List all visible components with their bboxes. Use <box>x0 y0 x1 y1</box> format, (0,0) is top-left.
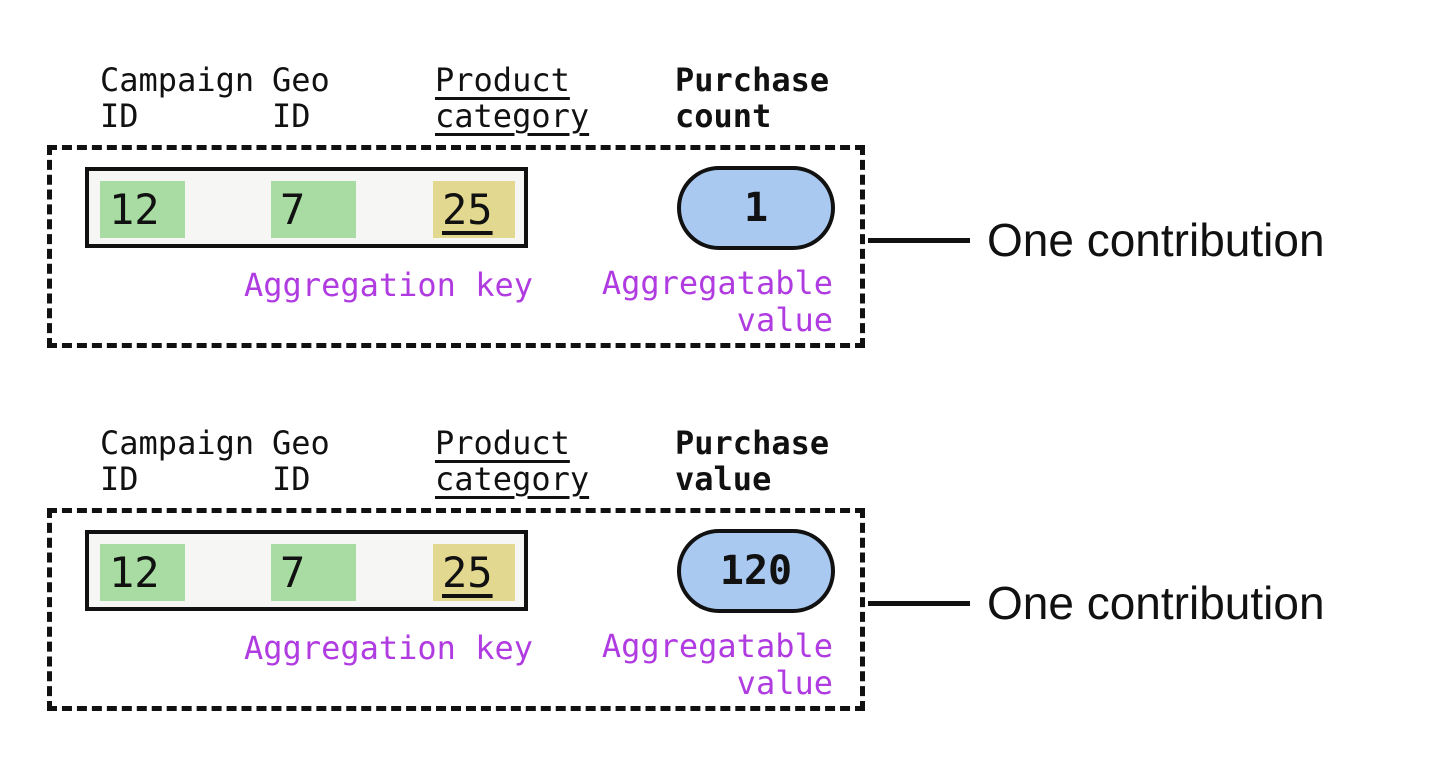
cell-value-underlined: 25 <box>442 548 493 597</box>
aggregation-key-label: Aggregation key <box>200 630 533 667</box>
cell-value: 7 <box>280 185 306 234</box>
cell-geo-id: 7 <box>271 181 356 238</box>
header-line: count <box>675 97 772 135</box>
header-line: value <box>675 460 772 498</box>
header-line: Geo <box>272 424 330 462</box>
pill-value: 120 <box>719 548 793 594</box>
header-line: Campaign <box>100 61 255 99</box>
aggregatable-value-label: Aggregatable value <box>595 265 833 339</box>
cell-product-category: 25 <box>433 544 515 601</box>
cell-value: 12 <box>109 185 160 234</box>
one-contribution-annotation: One contribution <box>987 214 1325 266</box>
header-line: ID <box>272 460 311 498</box>
aggregatable-value-pill: 1 <box>677 166 835 250</box>
label-line: Aggregatable <box>601 627 833 665</box>
contribution-dashed-boundary <box>47 508 865 711</box>
column-header-campaign-id: Campaign ID <box>100 62 254 134</box>
header-line: Geo <box>272 61 330 99</box>
header-line-underlined: Product <box>435 61 570 99</box>
header-line: Purchase <box>675 61 830 99</box>
header-line-underlined: category <box>435 97 590 135</box>
one-contribution-annotation: One contribution <box>987 577 1325 629</box>
column-header-geo-id: Geo ID <box>272 425 330 497</box>
label-text: Aggregation key <box>244 266 533 304</box>
column-header-geo-id: Geo ID <box>272 62 330 134</box>
cell-value: 7 <box>280 548 306 597</box>
cell-product-category: 25 <box>433 181 515 238</box>
label-line: Aggregatable <box>601 264 833 302</box>
cell-campaign-id: 12 <box>100 544 185 601</box>
aggregation-key-label: Aggregation key <box>200 267 533 304</box>
contribution-example-count: Campaign ID Geo ID Product category Purc… <box>0 62 1442 362</box>
cell-value-underlined: 25 <box>442 185 493 234</box>
column-header-product-category: Product category <box>435 425 589 497</box>
label-line: value <box>736 664 833 702</box>
column-header-product-category: Product category <box>435 62 589 134</box>
aggregatable-value-label: Aggregatable value <box>595 628 833 702</box>
contribution-dashed-boundary <box>47 145 865 348</box>
label-text: Aggregation key <box>244 629 533 667</box>
connector-line <box>868 601 970 606</box>
label-line: value <box>736 301 833 339</box>
header-line: Campaign <box>100 424 255 462</box>
header-line: ID <box>100 460 139 498</box>
column-header-purchase-value: Purchase value <box>675 425 829 497</box>
pill-value: 1 <box>743 185 769 231</box>
header-line-underlined: Product <box>435 424 570 462</box>
connector-line <box>868 238 970 243</box>
aggregatable-value-pill: 120 <box>677 529 835 613</box>
header-line: ID <box>272 97 311 135</box>
header-line: Purchase <box>675 424 830 462</box>
header-line: ID <box>100 97 139 135</box>
cell-value: 12 <box>109 548 160 597</box>
cell-geo-id: 7 <box>271 544 356 601</box>
contribution-example-value: Campaign ID Geo ID Product category Purc… <box>0 425 1442 725</box>
column-header-purchase-count: Purchase count <box>675 62 829 134</box>
header-line-underlined: category <box>435 460 590 498</box>
cell-campaign-id: 12 <box>100 181 185 238</box>
column-header-campaign-id: Campaign ID <box>100 425 254 497</box>
